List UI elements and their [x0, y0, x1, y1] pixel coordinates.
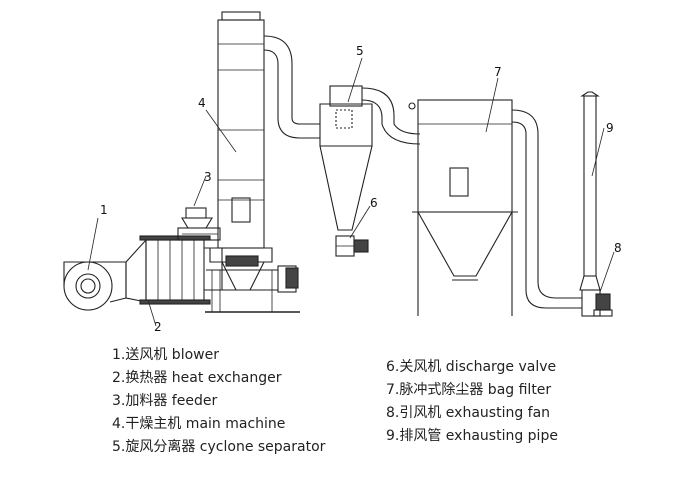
duct-to-fan: [511, 109, 582, 309]
main-machine: [205, 11, 300, 313]
blower: [63, 261, 127, 311]
legend-item-bag-filter: 7.脉冲式除尘器 bag filter: [386, 382, 552, 398]
legend-right: 6.关风机 discharge valve 7.脉冲式除尘器 bag filte…: [386, 356, 558, 448]
callout-labels: 1 2 3 4 5 6 7 8 9: [100, 44, 622, 334]
cyclone-separator: [319, 85, 421, 231]
legend-item-heat-exchanger: 2.换热器 heat exchanger: [112, 370, 282, 386]
legend-left: 1.送风机 blower 2.换热器 heat exchanger 3.加料器 …: [112, 344, 325, 459]
legend-item-blower: 1.送风机 blower: [112, 347, 219, 363]
callout-8: 8: [614, 241, 622, 255]
legend-item-main-machine: 4.干燥主机 main machine: [112, 416, 286, 432]
exhausting-pipe: [579, 91, 601, 291]
callout-1: 1: [100, 203, 108, 217]
callout-3: 3: [204, 170, 212, 184]
callout-2: 2: [154, 320, 162, 334]
callout-5: 5: [356, 44, 364, 58]
exhausting-fan: [581, 289, 613, 317]
discharge-valve: [335, 235, 369, 257]
bag-filter: [408, 99, 518, 316]
duct-to-cyclone: [263, 35, 320, 139]
legend-item-exhausting-fan: 8.引风机 exhausting fan: [386, 405, 551, 421]
callout-4: 4: [198, 96, 206, 110]
callout-7: 7: [494, 65, 502, 79]
callout-6: 6: [370, 196, 378, 210]
leader-lines: [87, 57, 615, 327]
legend-item-exhausting-pipe: 9.排风管 exhausting pipe: [386, 428, 558, 444]
legend-item-discharge-valve: 6.关风机 discharge valve: [386, 359, 557, 375]
legend-item-cyclone-separator: 5.旋风分离器 cyclone separator: [112, 439, 326, 455]
callout-9: 9: [606, 121, 614, 135]
feeder: [177, 207, 221, 241]
legend-item-feeder: 3.加料器 feeder: [112, 393, 218, 409]
